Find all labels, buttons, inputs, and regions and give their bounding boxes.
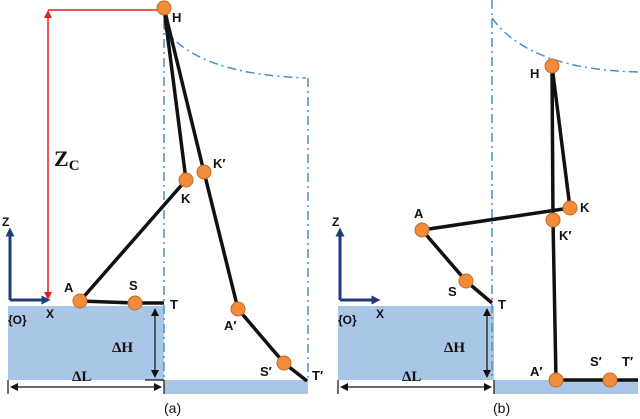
- joint-label-ap-a: A′: [224, 318, 237, 333]
- panel-b: Z X {O} ΔH ΔL H K A S T K′ A′ S′ T′ (b): [332, 0, 640, 416]
- caption-b: (b): [493, 400, 510, 416]
- axis-z-label-b: Z: [332, 215, 339, 229]
- panel-a: ZC Z X {O} ΔH ΔL H K A S T K′ A′: [2, 0, 323, 416]
- guide-arc-a: [163, 27, 307, 79]
- joint-label-tp-b: T′: [622, 354, 633, 369]
- joint-a-a: [72, 293, 88, 309]
- linkage-upper-b: [420, 65, 572, 305]
- joint-label-kp-b: K′: [559, 228, 572, 243]
- joint-label-tp-a: T′: [312, 368, 323, 383]
- joint-label-sp-a: S′: [260, 364, 272, 379]
- axis-x-label-a: X: [46, 307, 54, 321]
- joint-s-a: [127, 295, 143, 311]
- joint-k-a: [178, 172, 194, 188]
- platform-upper-a: [8, 306, 164, 380]
- joint-label-k-b: K: [580, 200, 590, 215]
- platform-upper-b: [338, 306, 494, 380]
- joint-kp-b: [545, 212, 561, 228]
- origin-label-a: {O}: [8, 313, 27, 327]
- joint-ap-b: [548, 372, 564, 388]
- dh-label-b: ΔH: [444, 340, 465, 356]
- axis-x-label-b: X: [376, 307, 384, 321]
- dl-label-a: ΔL: [72, 369, 91, 385]
- guide-arc-b: [491, 17, 640, 73]
- platform-lower-a: [164, 380, 308, 394]
- joint-a-b: [414, 222, 430, 238]
- dl-label-b: ΔL: [402, 369, 421, 385]
- joint-h-a: [156, 0, 172, 16]
- joint-label-k-a: K: [181, 191, 191, 206]
- joint-s-b: [458, 273, 474, 289]
- linkage-lower-b: [550, 65, 638, 382]
- joint-sp-b: [602, 372, 618, 388]
- dh-label-a: ΔH: [112, 340, 133, 356]
- joint-label-t-a: T: [170, 297, 178, 312]
- joint-label-s-a: S: [129, 278, 138, 293]
- joint-label-kp-a: K′: [213, 156, 226, 171]
- joint-label-a-b: A: [414, 206, 424, 221]
- caption-a: (a): [164, 400, 181, 416]
- platform-lower-b: [494, 380, 638, 394]
- joint-label-a-a: A: [64, 280, 74, 295]
- joint-ap-a: [230, 301, 246, 317]
- joint-label-h-a: H: [172, 10, 181, 25]
- joint-h-b: [544, 58, 560, 74]
- axis-z-label-a: Z: [2, 215, 9, 229]
- zc-label: ZC: [54, 146, 80, 174]
- joint-label-h-b: H: [530, 66, 539, 81]
- joint-kp-a: [196, 164, 212, 180]
- joint-sp-a: [276, 355, 292, 371]
- joint-label-sp-b: S′: [590, 354, 602, 369]
- origin-label-b: {O}: [338, 313, 357, 327]
- linkage-upper-a: [78, 7, 188, 305]
- joint-label-t-b: T: [498, 297, 506, 312]
- joint-label-s-b: S: [448, 284, 457, 299]
- joint-label-ap-b: A′: [530, 364, 543, 379]
- joint-k-b: [562, 200, 578, 216]
